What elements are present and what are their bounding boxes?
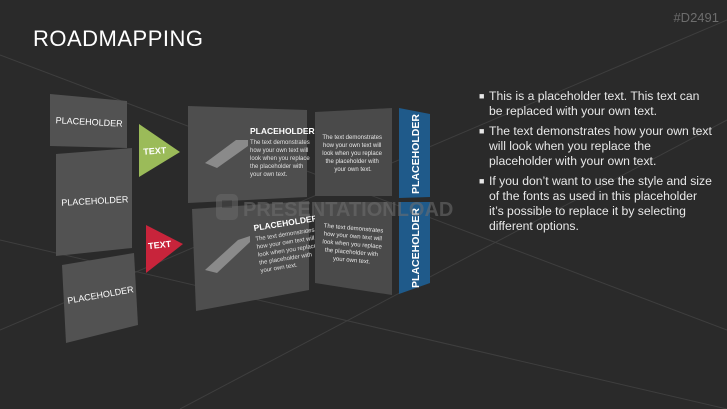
bottom-panel-box [192, 201, 309, 311]
red-arrow: TEXT [146, 225, 183, 273]
slide-id: #D2491 [673, 10, 719, 25]
top-panel: PLACEHOLDER The text demonstrates how yo… [188, 106, 315, 203]
bottom-right-panel-box [315, 202, 392, 295]
top-panel-heading: PLACEHOLDER [250, 126, 315, 136]
left-column: PLACEHOLDER PLACEHOLDER PLACEHOLDER [50, 94, 138, 343]
bullet-square-icon: ■ [479, 176, 485, 186]
green-arrow-shape [139, 124, 180, 177]
left-box-2 [56, 148, 132, 256]
staircase-icon [205, 140, 248, 168]
red-arrow-label: TEXT [148, 239, 172, 251]
green-arrow-label: TEXT [143, 145, 167, 157]
red-arrow-shape [146, 225, 183, 273]
bottom-panel: PLACEHOLDER The text demonstrates how yo… [192, 201, 322, 311]
left-box-1-label: PLACEHOLDER [55, 115, 123, 129]
bullet-square-icon: ■ [479, 126, 485, 136]
bullet-item: ■This is a placeholder text. This text c… [479, 89, 700, 118]
top-right-panel-text: The text demonstrates how your own text … [322, 135, 383, 173]
bottom-right-panel-text: The text demonstrates how your own text … [321, 223, 385, 266]
watermark: PRESENTATIONLOAD [216, 194, 453, 221]
blue-bar-label-top: PLACEHOLDER [410, 114, 422, 194]
staircase-icon [205, 236, 250, 273]
blue-bar-bottom [399, 202, 430, 294]
left-box-3 [62, 253, 138, 343]
bullet-item: ■The text demonstrates how your own text… [479, 124, 712, 168]
bottom-panel-body: The text demonstrates how your own text … [255, 227, 322, 274]
blue-bar: PLACEHOLDER PLACEHOLDER [399, 108, 430, 294]
top-right-panel: The text demonstrates how your own text … [315, 108, 392, 196]
blue-bar-label-bottom: PLACEHOLDER [410, 208, 422, 288]
green-arrow: TEXT [139, 124, 180, 177]
top-right-panel-box [315, 108, 392, 196]
slide-title: ROADMAPPING [33, 26, 204, 51]
watermark-text: PRESENTATIONLOAD [243, 199, 453, 221]
left-box-1 [50, 94, 127, 148]
bullet-square-icon: ■ [479, 91, 485, 101]
left-box-2-label: PLACEHOLDER [61, 194, 129, 208]
blue-bar-top [399, 108, 430, 198]
top-panel-box [188, 106, 307, 203]
bullet-item: ■If you don’t want to use the style and … [479, 174, 712, 233]
top-panel-body: The text demonstrates how your own text … [250, 140, 311, 178]
bottom-right-panel: The text demonstrates how your own text … [315, 202, 392, 295]
bullet-list: ■This is a placeholder text. This text c… [479, 89, 714, 239]
